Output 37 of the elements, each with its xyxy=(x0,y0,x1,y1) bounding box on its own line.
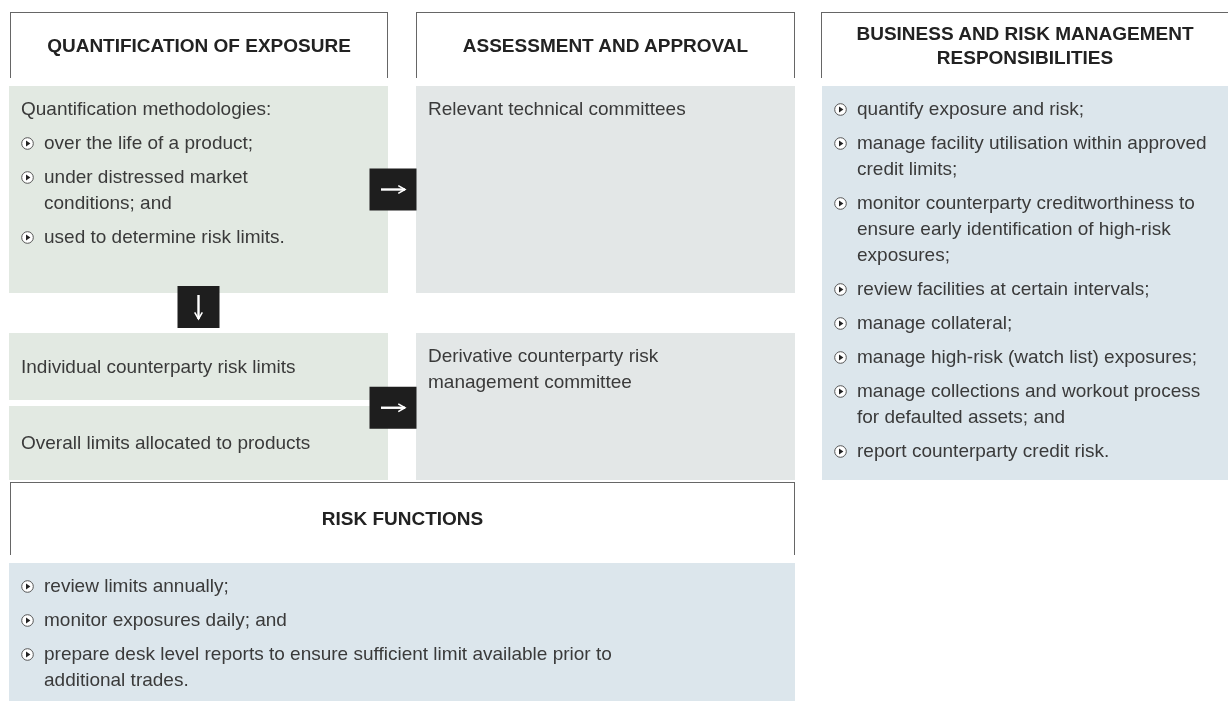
column-header xyxy=(416,12,795,78)
panel-text: Relevant technical committees xyxy=(428,97,687,121)
bullet-text: review limits annually; xyxy=(44,574,229,598)
bullet-text: manage collateral; xyxy=(857,311,1013,335)
text-panel xyxy=(9,406,388,480)
column-header xyxy=(821,12,1228,78)
bullet-text: under distressed market conditions; and xyxy=(44,165,249,215)
bullet-text: manage high-risk (watch list) exposures; xyxy=(857,345,1198,369)
arrow xyxy=(177,286,220,328)
text-panel xyxy=(822,86,1228,480)
panel-text: Derivative counterparty risk management committee xyxy=(428,344,660,394)
header-title: RISK FUNCTIONS xyxy=(321,507,484,531)
text-panel xyxy=(9,563,795,701)
text-panel xyxy=(416,333,795,480)
bullet-text: over the life of a product; xyxy=(44,131,254,155)
bullet-text: monitor exposures daily; and xyxy=(44,608,287,632)
text-panel xyxy=(9,333,388,400)
panel-text: Individual counterparty risk limits xyxy=(21,354,296,379)
bullet-text: review facilities at certain intervals; xyxy=(857,277,1150,301)
panel-text: Quantification methodologies: xyxy=(21,97,273,121)
arrow xyxy=(369,168,417,211)
header-title: ASSESSMENT AND APPROVAL xyxy=(462,33,749,58)
bullet-text: prepare desk level reports to ensure sufficient limit available prior to additional trades. xyxy=(44,642,613,692)
bullet-text: manage facility utilisation within approved credit limits; xyxy=(857,131,1208,181)
column-header xyxy=(10,12,388,78)
column-header xyxy=(10,482,795,555)
bullet-text: used to determine risk limits. xyxy=(44,225,285,249)
text-panel xyxy=(9,86,388,293)
text-panel xyxy=(416,86,795,293)
header-title: BUSINESS AND RISK MANAGEMENT RESPONSIBILITIES xyxy=(855,21,1195,70)
header-title: QUANTIFICATION OF EXPOSURE xyxy=(47,33,351,58)
bullet-text: report counterparty credit risk. xyxy=(857,439,1110,463)
bullet-text: quantify exposure and risk; xyxy=(857,97,1085,121)
bullet-text: monitor counterparty creditworthiness to ensure early identification of high-risk exposures; xyxy=(857,191,1196,267)
bullet-text: manage collections and workout process for defaulted assets; and xyxy=(857,379,1202,429)
panel-text: Overall limits allocated to products xyxy=(21,431,311,455)
arrow xyxy=(369,386,417,429)
